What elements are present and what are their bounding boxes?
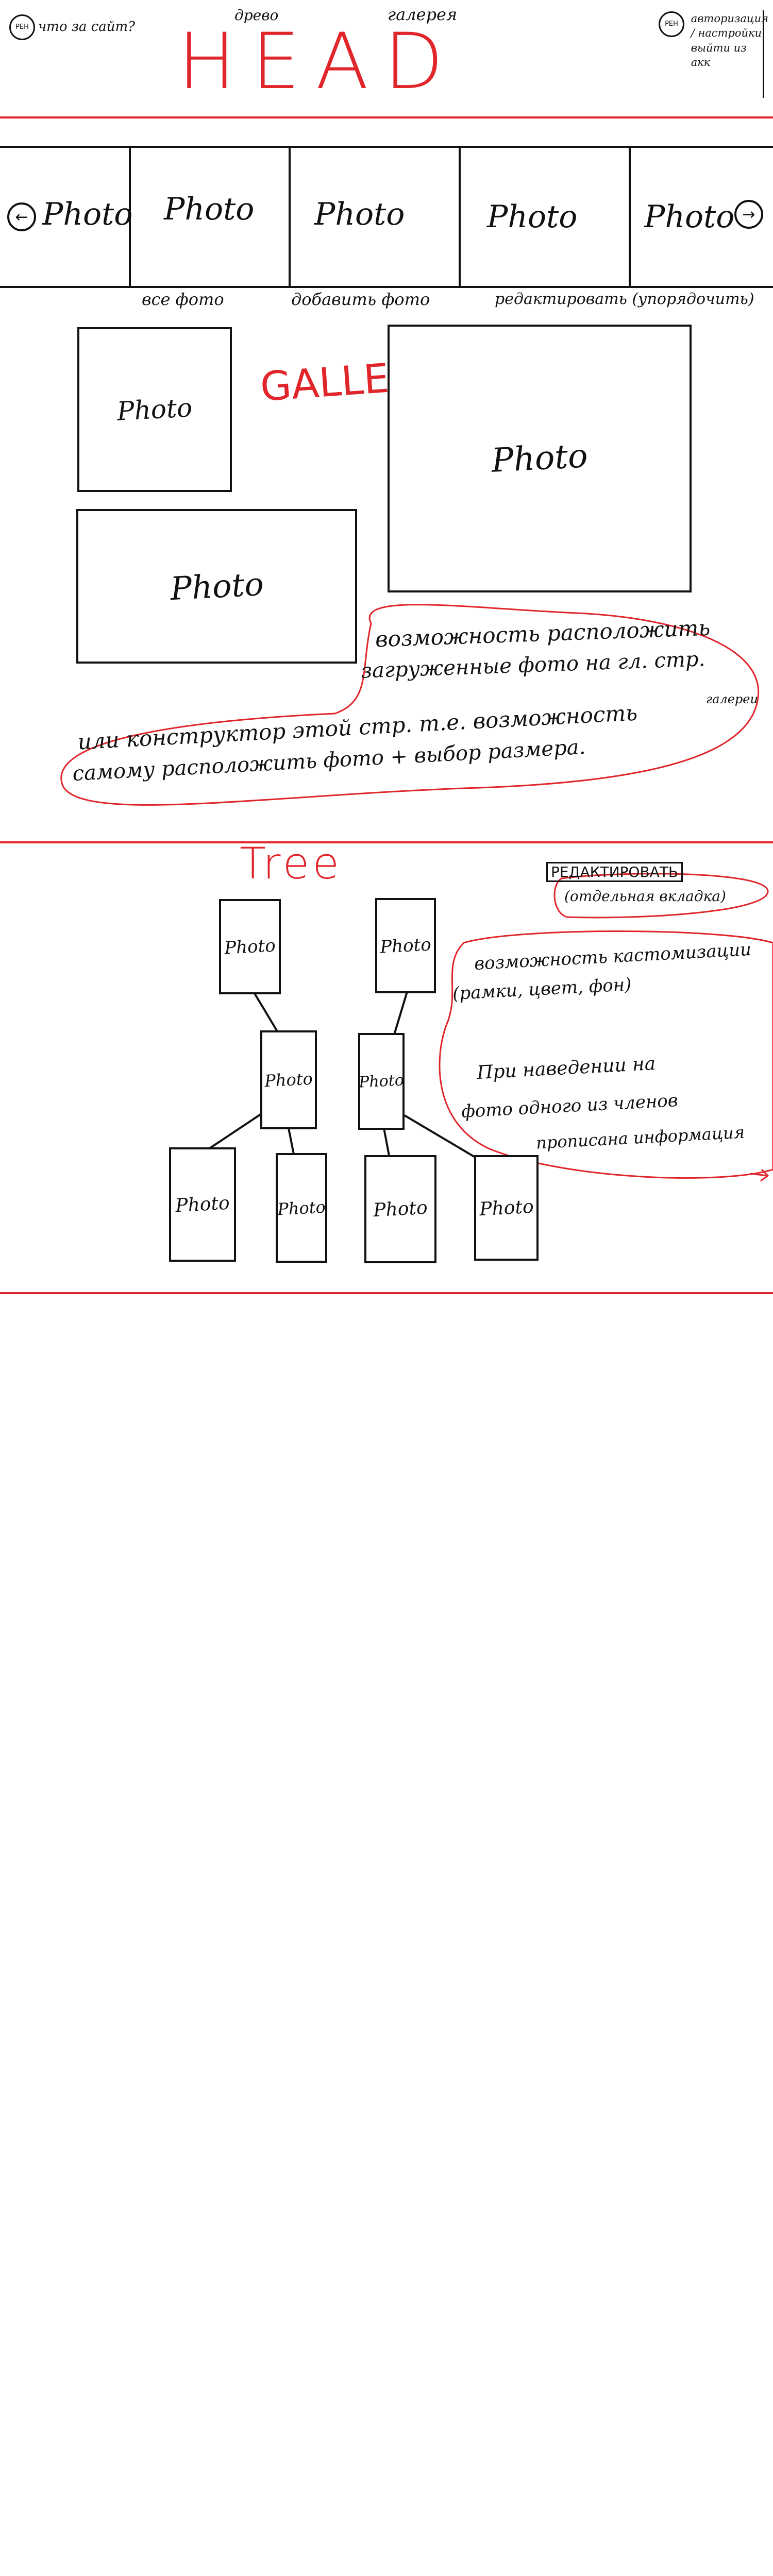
tree-node-3[interactable]: Photo: [260, 1030, 317, 1129]
gallery-note-side: галереи: [706, 692, 758, 706]
edit-order-link[interactable]: редактировать (упорядочить): [495, 290, 754, 308]
nav-tree-link[interactable]: древо: [234, 7, 279, 24]
tree-title: Tree: [240, 838, 343, 889]
tree-edit-subnote: (отдельная вкладка): [564, 888, 726, 905]
tree-node-6[interactable]: Photo: [276, 1153, 327, 1263]
slider-prev-button[interactable]: ←: [7, 202, 36, 231]
arrow-right-icon: →: [742, 205, 755, 224]
slider-divider-4: [629, 146, 631, 287]
profile-menu[interactable]: РЕН авторизация / настройки выйти из акк: [659, 11, 768, 70]
about-link-label: что за сайт?: [38, 19, 136, 35]
tree-node-4-label: Photo: [358, 1071, 405, 1092]
slider-divider-2: [289, 146, 291, 287]
header-bottom-line: [0, 116, 773, 118]
slider-photo-2[interactable]: Photo: [164, 191, 255, 227]
tree-connectors: [208, 991, 475, 1158]
slider-photo-1[interactable]: Photo: [42, 196, 133, 232]
user-badge: РЕН: [9, 14, 35, 40]
tree-node-8[interactable]: Photo: [474, 1155, 539, 1261]
tree-node-1-label: Photo: [224, 935, 276, 959]
tree-node-8-label: Photo: [478, 1196, 534, 1220]
nav-gallery-link[interactable]: галерея: [388, 5, 458, 24]
add-photo-link[interactable]: добавить фото: [291, 290, 430, 309]
slider-divider-3: [459, 146, 461, 287]
slider-photo-3[interactable]: Photo: [314, 196, 405, 232]
all-photos-link[interactable]: все фото: [142, 290, 224, 309]
head-title: HEAD: [178, 17, 459, 107]
tree-edit-button[interactable]: РЕДАКТИРОВАТЬ: [546, 862, 683, 883]
tree-node-7[interactable]: Photo: [364, 1155, 436, 1263]
profile-badge: РЕН: [659, 11, 684, 37]
tree-node-3-label: Photo: [264, 1069, 313, 1091]
tree-note-outline: [439, 930, 773, 1179]
tree-node-7-label: Photo: [373, 1197, 428, 1222]
gallery-note-outline: [60, 604, 760, 806]
slider-photo-4[interactable]: Photo: [487, 199, 578, 235]
tree-node-5-label: Photo: [175, 1192, 230, 1217]
gallery-photo-1[interactable]: Photo: [77, 327, 232, 492]
gallery-bottom-line: [0, 841, 773, 843]
gallery-photo-2[interactable]: Photo: [388, 325, 692, 592]
gallery-photo-3[interactable]: Photo: [76, 509, 357, 664]
tree-node-2-label: Photo: [379, 934, 432, 958]
header-divider-vertical: [763, 10, 764, 98]
slider-top-border: [0, 146, 773, 148]
slider-divider-1: [129, 146, 131, 287]
tree-bottom-line: [0, 1292, 773, 1294]
slider-bottom-border: [0, 286, 773, 288]
tree-node-1[interactable]: Photo: [219, 899, 281, 994]
edit-subnote-outline: [553, 873, 769, 919]
arrow-left-icon: ←: [15, 208, 28, 226]
slider-next-button[interactable]: →: [734, 200, 763, 229]
tree-node-2[interactable]: Photo: [375, 898, 436, 993]
auth-line-4: акк: [691, 56, 711, 69]
auth-line-3: выйти из: [691, 41, 747, 54]
tree-node-4[interactable]: Photo: [358, 1033, 405, 1130]
tree-node-6-label: Photo: [277, 1197, 326, 1219]
auth-line-2: / настройки: [691, 27, 762, 40]
arrow-marker: [749, 1168, 769, 1182]
slider-photo-5[interactable]: Photo: [644, 199, 735, 235]
auth-line-1: авторизация: [691, 12, 769, 25]
tree-node-5[interactable]: Photo: [169, 1147, 236, 1262]
